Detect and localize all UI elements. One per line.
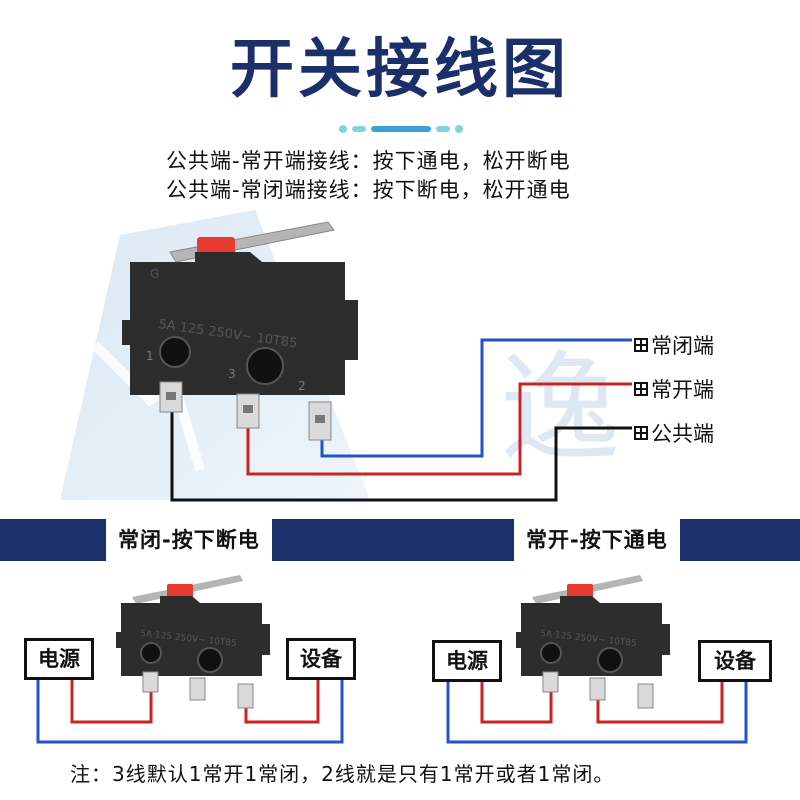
terminal-box-icon xyxy=(634,426,648,440)
section-label-no: 常开-按下通电 xyxy=(514,519,680,561)
wire-right-red-2 xyxy=(596,680,724,724)
device-box-left: 设备 xyxy=(286,638,356,680)
label-nc-terminal: 常闭端 xyxy=(634,330,714,360)
wire-com-black xyxy=(170,405,632,502)
device-box-right: 设备 xyxy=(698,640,772,682)
page-title: 开关接线图 xyxy=(230,33,570,107)
wire-left-blue xyxy=(36,680,344,744)
pin-number-1: 1 xyxy=(146,349,154,363)
section-label-nc: 常闭-按下断电 xyxy=(106,519,272,561)
label-com-terminal: 公共端 xyxy=(634,418,714,448)
svg-text:G: G xyxy=(150,267,159,281)
pin-number-2: 2 xyxy=(298,379,306,393)
nc-wiring-example: 5A 125 250V~ 10T85 xyxy=(36,575,344,744)
wire-nc-blue xyxy=(320,338,632,458)
power-box-left: 电源 xyxy=(24,638,94,680)
pin-number-3: 3 xyxy=(228,367,236,381)
mount-hole-right xyxy=(246,347,284,385)
wire-right-blue xyxy=(446,680,748,744)
terminal-box-icon xyxy=(634,338,648,352)
wire-left-red-2 xyxy=(244,680,320,724)
title-underline-dots xyxy=(339,125,463,133)
main-switch-diagram: 5A 125 250V~ 10T85 G 1 3 2 xyxy=(122,221,632,502)
wiring-rule-nc: 公共端-常闭端接线：按下断电，松开通电 xyxy=(166,178,571,202)
mount-hole-left xyxy=(159,336,191,368)
wire-right-red-1 xyxy=(480,680,553,724)
power-box-right: 电源 xyxy=(432,640,502,682)
footnote: 注：3线默认1常开1常闭，2线就是只有1常开或者1常闭。 xyxy=(70,762,615,786)
label-no-terminal: 常开端 xyxy=(634,374,714,404)
terminal-box-icon xyxy=(634,382,648,396)
wire-no-red xyxy=(246,382,632,476)
wire-left-red-1 xyxy=(70,680,153,724)
wiring-rule-no: 公共端-常开端接线：按下通电，松开断电 xyxy=(166,149,571,173)
no-wiring-example: 5A 125 250V~ 10T85 xyxy=(446,575,748,744)
